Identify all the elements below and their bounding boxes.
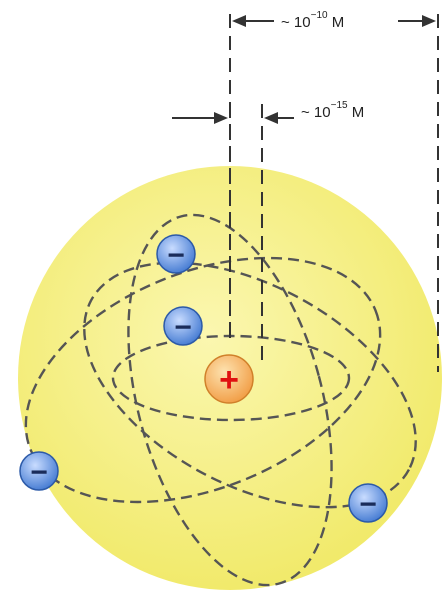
electron-right: − <box>348 483 388 523</box>
nucleus: + <box>204 354 254 404</box>
electron-middle: − <box>163 306 203 346</box>
atom-size-label: ~ 10−10 M <box>279 11 347 31</box>
orbit-tilted-right <box>83 261 417 509</box>
nucleus-arrowhead-left <box>214 112 228 124</box>
electron-minus-icon <box>163 306 203 346</box>
nucleus-size-prefix: ~ 10 <box>301 104 331 121</box>
electron-minus-icon <box>348 483 388 523</box>
atom-size-exponent: −10 <box>310 10 328 21</box>
electron-minus-icon <box>156 234 196 274</box>
electron-sign: − <box>30 456 48 489</box>
nucleus-plus-icon <box>204 354 254 404</box>
atom-arrowhead-right <box>422 15 436 27</box>
electron-minus-icon <box>19 451 59 491</box>
electron-sign: − <box>174 311 192 344</box>
electron-sign: − <box>359 488 377 521</box>
nucleus-size-unit: M <box>351 104 365 121</box>
atom-size-unit: M <box>331 14 345 31</box>
nucleus-size-label: ~ 10−15 M <box>299 101 367 121</box>
electron-left: − <box>19 451 59 491</box>
electron-top: − <box>156 234 196 274</box>
nucleus-sign: + <box>219 361 239 399</box>
nucleus-size-exponent: −15 <box>330 100 348 111</box>
orbit-tilted-left <box>24 256 382 504</box>
atom-arrowhead-left <box>232 15 246 27</box>
arrowheads <box>214 15 436 124</box>
electrons: − − − − <box>19 234 388 523</box>
orbit-vertical <box>127 213 333 587</box>
atom-size-prefix: ~ 10 <box>281 14 311 31</box>
electron-sign: − <box>167 239 185 272</box>
nucleus-arrowhead-right <box>264 112 278 124</box>
